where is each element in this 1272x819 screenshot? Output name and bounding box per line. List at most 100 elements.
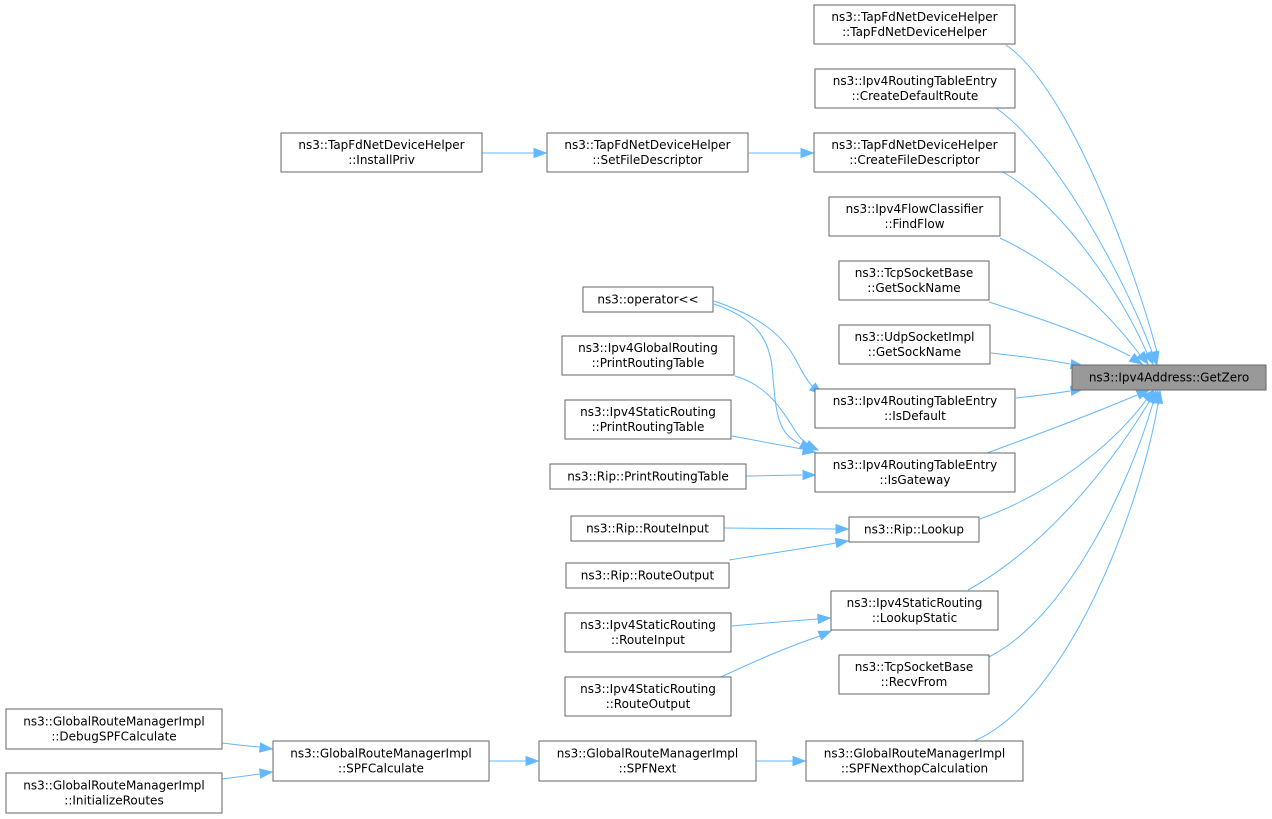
node-rip-routeinput[interactable]: ns3::Rip::RouteInput bbox=[570, 515, 725, 542]
node-label-line: ns3::GlobalRouteManagerImpl bbox=[290, 747, 471, 761]
node-label-line: ns3::Rip::RouteInput bbox=[586, 522, 709, 536]
node-label-line: ns3::Ipv4Address::GetZero bbox=[1089, 371, 1249, 385]
edge-line bbox=[734, 375, 809, 445]
node-label-line: ns3::GlobalRouteManagerImpl bbox=[824, 747, 1005, 761]
node-rte-isdefault[interactable]: ns3::Ipv4RoutingTableEntry::IsDefault bbox=[814, 388, 1016, 429]
node-label-line: ::PrintRoutingTable bbox=[592, 420, 705, 434]
node-label-line: ns3::TapFdNetDeviceHelper bbox=[831, 138, 997, 152]
edge-arrowhead bbox=[1128, 352, 1144, 365]
edge-arrowhead bbox=[258, 768, 274, 779]
node-box bbox=[814, 68, 1016, 109]
node-label-line: ::SetFileDescriptor bbox=[592, 153, 702, 167]
node-box bbox=[280, 132, 483, 173]
node-box bbox=[564, 676, 732, 717]
edge-line bbox=[990, 352, 1071, 365]
edge-arrowhead bbox=[817, 613, 832, 625]
node-static-routeinput[interactable]: ns3::Ipv4StaticRouting::RouteInput bbox=[564, 612, 732, 653]
edge-arrowhead bbox=[533, 147, 548, 159]
edge-arrowhead bbox=[834, 537, 850, 549]
edge-line bbox=[720, 635, 821, 678]
node-static-print[interactable]: ns3::Ipv4StaticRouting::PrintRoutingTabl… bbox=[564, 399, 732, 440]
node-label-line: ::InstallPriv bbox=[348, 153, 415, 167]
node-label-line: ::CreateDefaultRoute bbox=[852, 89, 979, 103]
edge-line bbox=[731, 435, 803, 450]
node-label-line: ::TapFdNetDeviceHelper bbox=[842, 25, 987, 39]
node-rip-routeoutput[interactable]: ns3::Rip::RouteOutput bbox=[565, 562, 730, 589]
node-grm-spfcalc[interactable]: ns3::GlobalRouteManagerImpl::SPFCalculat… bbox=[272, 740, 490, 782]
node-label-line: ::CreateFileDescriptor bbox=[849, 153, 979, 167]
edge-static-routeinput bbox=[731, 613, 832, 627]
node-box bbox=[272, 740, 490, 782]
node-box bbox=[828, 196, 1001, 237]
edge-arrowhead bbox=[802, 469, 817, 481]
node-rip-lookup[interactable]: ns3::Rip::Lookup bbox=[848, 516, 980, 543]
node-box bbox=[830, 590, 999, 631]
node-label-line: ::SPFNext bbox=[619, 762, 677, 776]
node-box bbox=[814, 388, 1016, 429]
node-label-line: ns3::Ipv4StaticRouting bbox=[847, 596, 983, 610]
node-rte-isgateway[interactable]: ns3::Ipv4RoutingTableEntry::IsGateway bbox=[814, 452, 1016, 493]
node-tapfd-create-fd[interactable]: ns3::TapFdNetDeviceHelper::CreateFileDes… bbox=[813, 132, 1016, 173]
edge-tcp-getsockname bbox=[988, 301, 1144, 365]
edge-tcp-recvfrom bbox=[988, 389, 1160, 658]
edge-arrowhead bbox=[1142, 350, 1154, 366]
node-label-line: ns3::TcpSocketBase bbox=[855, 266, 973, 280]
edge-arrowhead bbox=[835, 523, 850, 535]
node-label-line: ns3::Ipv4GlobalRouting bbox=[578, 341, 718, 355]
node-target[interactable]: ns3::Ipv4Address::GetZero bbox=[1071, 364, 1267, 391]
node-label-line: ns3::Ipv4StaticRouting bbox=[580, 682, 716, 696]
node-op-stream[interactable]: ns3::operator<< bbox=[582, 286, 714, 313]
edge-arrowhead bbox=[792, 755, 807, 767]
edge-line bbox=[973, 403, 1159, 742]
edge-arrowhead bbox=[525, 755, 540, 767]
node-box bbox=[5, 708, 223, 750]
node-label-line: ::IsDefault bbox=[884, 409, 946, 423]
edge-line bbox=[745, 474, 803, 477]
node-grm-debugspf[interactable]: ns3::GlobalRouteManagerImpl::DebugSPFCal… bbox=[5, 708, 223, 750]
node-label-line: ns3::TapFdNetDeviceHelper bbox=[831, 10, 997, 24]
node-label-line: ns3::Rip::RouteOutput bbox=[581, 569, 715, 583]
node-udp-getsockname[interactable]: ns3::UdpSocketImpl::GetSockName bbox=[838, 324, 991, 365]
node-label-line: ::GetSockName bbox=[867, 281, 960, 295]
edge-line bbox=[731, 618, 819, 627]
edge-grm-spfnext bbox=[756, 755, 807, 767]
node-grm-spfnext[interactable]: ns3::GlobalRouteManagerImpl::SPFNext bbox=[538, 740, 757, 782]
edge-static-routeoutput bbox=[720, 630, 833, 678]
node-global-print[interactable]: ns3::Ipv4GlobalRouting::PrintRoutingTabl… bbox=[561, 335, 735, 376]
node-static-routeoutput[interactable]: ns3::Ipv4StaticRouting::RouteOutput bbox=[564, 676, 732, 717]
node-label-line: ::DebugSPFCalculate bbox=[51, 730, 176, 744]
edge-tapfd-ctor bbox=[1005, 44, 1160, 366]
edge-rip-print bbox=[745, 469, 817, 481]
node-label-line: ::RecvFrom bbox=[881, 675, 948, 689]
node-flow-find[interactable]: ns3::Ipv4FlowClassifier::FindFlow bbox=[828, 196, 1001, 237]
node-tapfd-ctor[interactable]: ns3::TapFdNetDeviceHelper::TapFdNetDevic… bbox=[813, 4, 1016, 45]
edge-rip-routeoutput bbox=[728, 537, 850, 561]
node-tapfd-set-fd[interactable]: ns3::TapFdNetDeviceHelper::SetFileDescri… bbox=[546, 132, 749, 173]
node-rte-create-default[interactable]: ns3::Ipv4RoutingTableEntry::CreateDefaul… bbox=[814, 68, 1016, 109]
edge-arrowhead bbox=[1152, 389, 1164, 405]
node-label-line: ::GetSockName bbox=[868, 345, 961, 359]
node-label-line: ns3::UdpSocketImpl bbox=[855, 330, 975, 344]
node-box bbox=[1071, 364, 1267, 391]
node-grm-initroutes[interactable]: ns3::GlobalRouteManagerImpl::InitializeR… bbox=[5, 772, 223, 814]
edge-grm-debugspf bbox=[221, 742, 274, 753]
edge-arrowhead bbox=[258, 742, 274, 753]
node-label-line: ns3::Ipv4RoutingTableEntry bbox=[833, 74, 997, 88]
node-tcp-getsockname[interactable]: ns3::TcpSocketBase::GetSockName bbox=[838, 260, 990, 301]
edge-tapfd-install-priv bbox=[482, 147, 548, 159]
edge-line bbox=[995, 107, 1153, 353]
node-rip-print[interactable]: ns3::Rip::PrintRoutingTable bbox=[549, 463, 747, 490]
edge-rte-create-default bbox=[995, 107, 1158, 366]
node-box bbox=[570, 515, 725, 542]
edge-line bbox=[1002, 171, 1148, 354]
edge-line bbox=[979, 398, 1148, 520]
edge-arrowhead bbox=[801, 444, 817, 456]
node-box bbox=[582, 286, 714, 313]
node-tapfd-install-priv[interactable]: ns3::TapFdNetDeviceHelper::InstallPriv bbox=[280, 132, 483, 173]
node-grm-spfnexthop[interactable]: ns3::GlobalRouteManagerImpl::SPFNexthopC… bbox=[805, 740, 1024, 782]
node-tcp-recvfrom[interactable]: ns3::TcpSocketBase::RecvFrom bbox=[838, 654, 990, 695]
edge-grm-initroutes bbox=[221, 768, 274, 780]
node-box bbox=[564, 399, 732, 440]
node-static-lookup[interactable]: ns3::Ipv4StaticRouting::LookupStatic bbox=[830, 590, 999, 631]
